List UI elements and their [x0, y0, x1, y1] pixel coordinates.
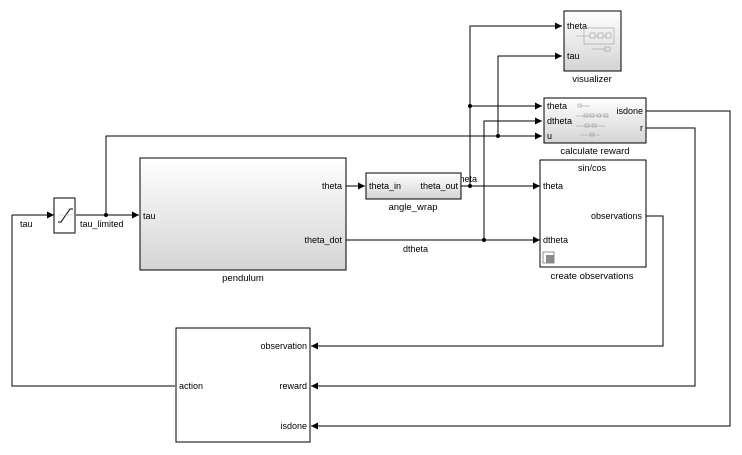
observations-port-dtheta: dtheta [543, 235, 568, 245]
visualizer-title: visualizer [572, 74, 612, 85]
wire-tau-limited-to-reward-u[interactable] [105, 132, 542, 215]
pendulum-port-theta-dot: theta_dot [304, 235, 342, 245]
wire-reward-to-agent[interactable] [311, 127, 696, 390]
visualizer-port-tau: tau [567, 51, 580, 61]
wire-theta-to-visualizer[interactable] [469, 22, 562, 186]
wire-action-to-tau[interactable] [11, 215, 175, 387]
pendulum-port-theta: theta [322, 181, 342, 191]
wire-isdone-to-agent[interactable] [311, 110, 731, 430]
reward-port-r: r [640, 123, 643, 133]
visualizer-preview-icon [576, 27, 615, 52]
calculate-reward-title: calculate reward [560, 146, 629, 157]
wire-dtheta-to-reward[interactable] [483, 117, 542, 240]
signal-lines [11, 22, 731, 430]
agent-port-reward: reward [279, 381, 307, 391]
reward-port-dtheta: dtheta [547, 116, 572, 126]
observations-header: sin/cos [578, 163, 607, 173]
reward-port-isdone: isdone [616, 106, 643, 116]
observations-port-theta: theta [543, 181, 563, 191]
branch-point-tau-visualizer [496, 134, 500, 138]
agent-block[interactable]: action observation reward isdone [175, 327, 311, 443]
visualizer-block[interactable]: theta tau [563, 10, 622, 72]
calculate-reward-block[interactable]: theta dtheta u isdone r [543, 97, 647, 144]
angle-wrap-block[interactable]: theta_in theta_out [365, 172, 462, 200]
saturation-icon [58, 208, 73, 223]
pendulum-title: pendulum [222, 273, 264, 284]
angle-wrap-title: angle_wrap [388, 202, 437, 213]
signal-label-theta: theta [457, 174, 477, 184]
reward-port-theta: theta [547, 101, 567, 111]
pendulum-port-tau: tau [143, 211, 156, 221]
observations-port-observations: observations [591, 211, 643, 221]
pendulum-block[interactable]: tau theta theta_dot [139, 157, 347, 271]
create-observations-block[interactable]: sin/cos theta dtheta observations [539, 159, 647, 268]
angle-wrap-port-theta-out: theta_out [420, 181, 458, 191]
reward-port-u: u [547, 131, 552, 141]
create-observations-title: create observations [551, 271, 634, 282]
visualizer-port-theta: theta [567, 21, 587, 31]
signal-label-tau-limited: tau_limited [80, 219, 124, 229]
wire-observations-to-agent[interactable] [311, 215, 664, 350]
subsystem-mask-icon [542, 251, 555, 264]
agent-port-isdone: isdone [280, 421, 307, 431]
angle-wrap-port-theta-in: theta_in [369, 181, 401, 191]
signal-label-dtheta: dtheta [403, 244, 428, 254]
wire-tau-to-visualizer[interactable] [497, 52, 562, 136]
signal-label-tau: tau [20, 219, 33, 229]
saturation-block[interactable] [53, 197, 76, 234]
reward-preview-icon [576, 103, 609, 137]
agent-port-observation: observation [260, 341, 307, 351]
agent-port-action: action [179, 381, 203, 391]
